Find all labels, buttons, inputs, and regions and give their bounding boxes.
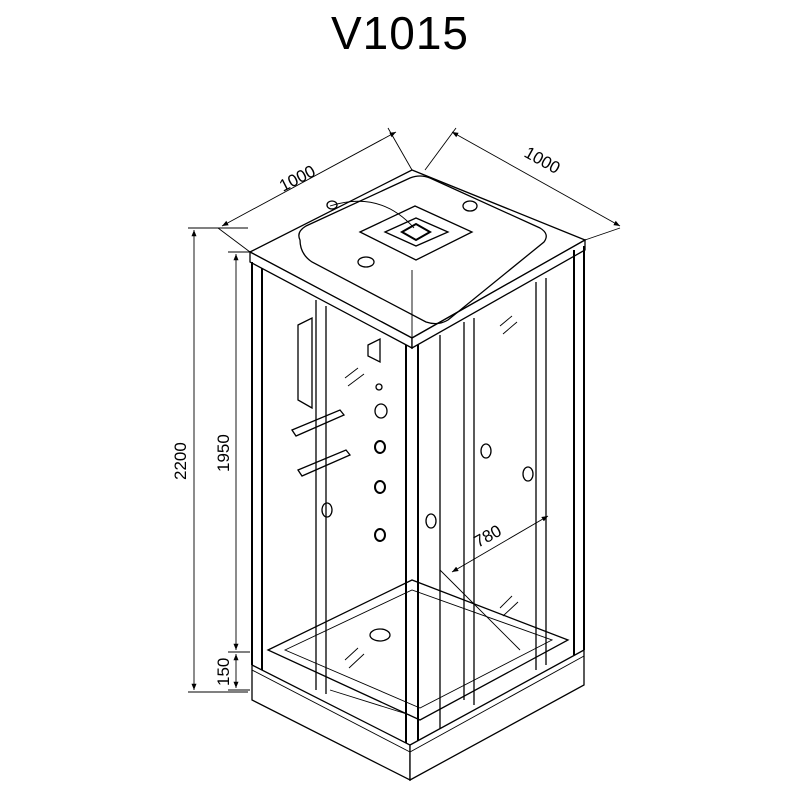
dim-tray-height: 150 [214, 658, 233, 686]
dim-width-right: 1000 [521, 143, 563, 178]
dim-width-left: 1000 [276, 161, 318, 195]
glass-reflections [344, 315, 519, 669]
cabin-roof [248, 169, 587, 350]
model-title: V1015 [330, 7, 469, 59]
cabin-frame [251, 246, 585, 745]
control-panel [291, 316, 534, 542]
dim-door-width: 780 [471, 521, 505, 551]
dim-total-height: 2200 [171, 442, 190, 480]
dimension-lines [188, 127, 621, 693]
shower-tray [251, 569, 585, 782]
dim-cabin-height: 1950 [214, 434, 233, 472]
